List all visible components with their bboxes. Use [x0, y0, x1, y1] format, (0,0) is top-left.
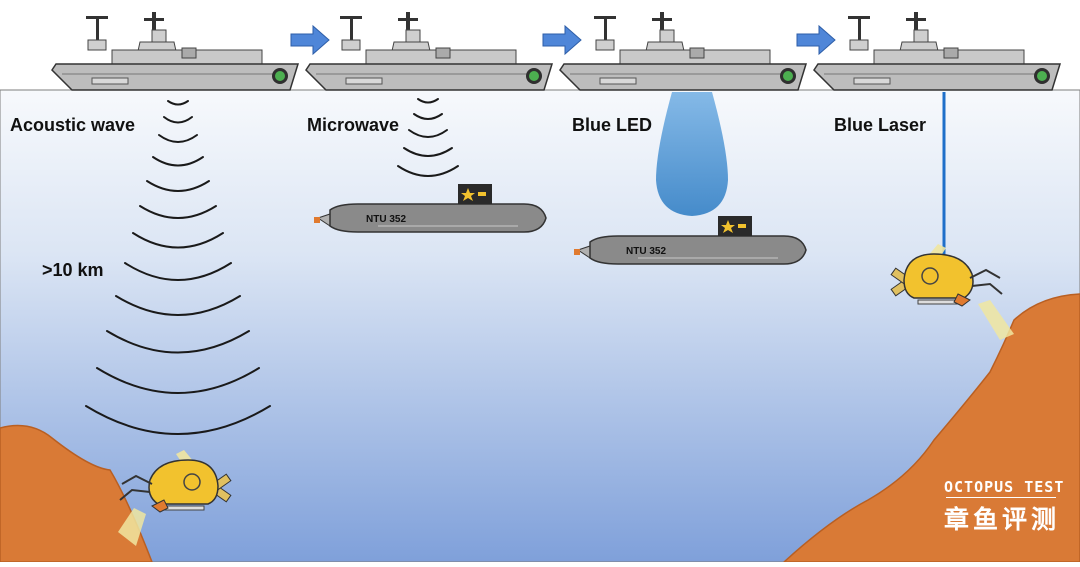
ship-icon: [305, 11, 553, 91]
acoustic-wave-arcs: [85, 100, 271, 435]
blue-led-beam: [656, 92, 728, 216]
ship-icon: [51, 11, 299, 91]
blue-laser-label: Blue Laser: [834, 115, 927, 135]
submersible-lamp-beam: [978, 300, 1014, 340]
submarine-icon: NTU 352: [313, 183, 547, 233]
watermark-subtitle: 章鱼评测: [944, 505, 1061, 534]
microwave-arcs: [397, 98, 459, 177]
svg-text:NTU 352: NTU 352: [626, 246, 666, 257]
submarine-icon: NTU 352: [573, 215, 807, 265]
seabed-right: [782, 293, 1080, 563]
acoustic-wave-label: Acoustic wave: [10, 115, 136, 135]
microwave-label: Microwave: [307, 115, 400, 135]
svg-text:NTU 352: NTU 352: [366, 214, 406, 225]
watermark-title: OCTOPUS TEST: [944, 478, 1065, 496]
watermark-divider: [946, 497, 1056, 498]
submersible-lamp-beam: [118, 508, 146, 546]
blue-led-label: Blue LED: [572, 115, 653, 135]
ship-icon: [559, 11, 807, 91]
arrow-icon: [290, 25, 330, 55]
ship-icon: [813, 11, 1061, 91]
arrow-icon: [796, 25, 836, 55]
arrow-icon: [542, 25, 582, 55]
distance-label: >10 km: [42, 260, 104, 280]
